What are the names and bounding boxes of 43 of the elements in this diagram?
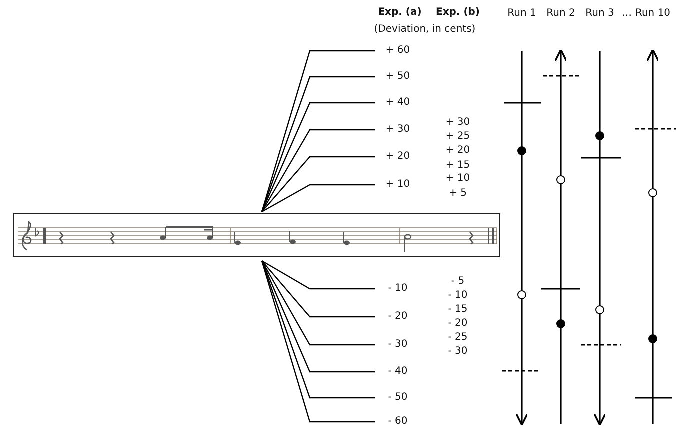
deviation-value: + 10: [446, 173, 470, 185]
ellipsis-label: …: [622, 8, 632, 20]
deviation-value: + 20: [386, 151, 410, 163]
music-staff-drawing: [14, 214, 500, 258]
deviation-value: - 20: [388, 311, 408, 323]
leader-line: [261, 76, 375, 212]
deviation-value: + 60: [386, 45, 410, 57]
run-label: Run 2: [546, 8, 576, 20]
deviation-value: - 40: [388, 366, 408, 378]
deviation-value: - 30: [388, 339, 408, 351]
deviation-value: - 20: [448, 318, 468, 330]
deviation-value: + 10: [386, 179, 410, 191]
leader-line: [261, 260, 375, 373]
deviation-value: + 50: [386, 71, 410, 83]
leader-line: [262, 260, 375, 318]
leader-line: [262, 184, 375, 213]
leader-line: [262, 260, 375, 290]
leader-line: [261, 50, 375, 212]
column-header: Exp. (b): [436, 7, 480, 19]
unit-note: (Deviation, in cents): [374, 24, 476, 36]
leader-line: [261, 129, 375, 212]
deviation-value: + 30: [386, 124, 410, 136]
run-label: Run 3: [586, 8, 614, 20]
deviation-value: + 30: [446, 117, 470, 129]
run-label: Run 1: [508, 8, 536, 20]
deviation-value: - 60: [388, 416, 408, 428]
deviation-value: - 10: [448, 290, 468, 302]
deviation-value: - 30: [448, 346, 468, 358]
deviation-value: - 25: [448, 332, 468, 344]
leader-line: [262, 156, 375, 212]
deviation-value: - 10: [388, 283, 408, 295]
deviation-value: + 20: [446, 145, 470, 157]
deviation-value: + 15: [446, 160, 470, 172]
deviation-value: + 5: [449, 188, 467, 200]
deviation-value: - 50: [388, 392, 408, 404]
leader-line: [261, 260, 375, 346]
deviation-value: - 15: [448, 304, 468, 316]
deviation-value: + 40: [386, 97, 410, 109]
column-header: Exp. (a): [378, 7, 422, 19]
leader-line: [261, 102, 375, 212]
deviation-value: - 5: [451, 276, 465, 288]
deviation-value: + 25: [446, 131, 470, 143]
run-label: Run 10: [635, 8, 671, 20]
